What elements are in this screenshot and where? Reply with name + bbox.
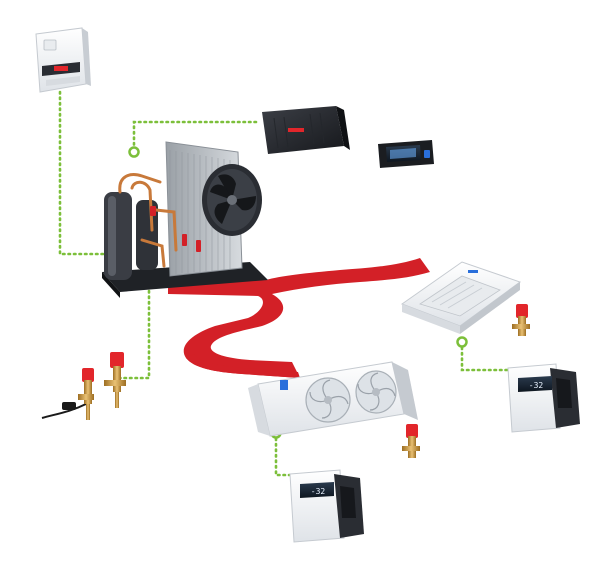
unit-cooler-fan-2-icon bbox=[355, 370, 397, 414]
unit-cooler bbox=[248, 361, 418, 437]
node-cassette bbox=[456, 336, 468, 348]
panel-display bbox=[378, 140, 434, 168]
condenser-fan-icon bbox=[202, 164, 262, 236]
line-cooler-to-controller bbox=[274, 431, 294, 477]
cassette-controller-reading: -32 bbox=[529, 381, 544, 390]
unit-cooler-fan-1-icon bbox=[305, 377, 351, 423]
line-cassette-to-controller bbox=[460, 340, 510, 372]
cassette-expansion-valve-icon bbox=[512, 304, 530, 336]
refrigerant-pipe bbox=[168, 258, 430, 378]
connection-lines bbox=[58, 90, 510, 477]
control-module bbox=[262, 106, 350, 154]
cassette-evaporator bbox=[400, 261, 522, 334]
condensing-unit bbox=[102, 141, 268, 298]
line-wall-controller-to-compressor bbox=[58, 90, 122, 256]
cassette-case-controller: -32 bbox=[507, 363, 580, 433]
refrigerant-pipe-shadow bbox=[186, 354, 300, 378]
node-compressor-top bbox=[128, 146, 140, 158]
expansion-valve-icon bbox=[78, 368, 94, 420]
expansion-valve-icon bbox=[104, 352, 126, 408]
unit-cooler-expansion-valve-icon bbox=[402, 424, 420, 458]
expansion-valve-pair bbox=[41, 352, 126, 420]
line-compressor-to-valves bbox=[116, 234, 151, 380]
wall-controller bbox=[35, 27, 91, 93]
line-compressor-to-module bbox=[132, 120, 260, 152]
unit-cooler-case-controller: -32 bbox=[289, 469, 364, 543]
unit-cooler-controller-reading: -32 bbox=[311, 487, 326, 496]
